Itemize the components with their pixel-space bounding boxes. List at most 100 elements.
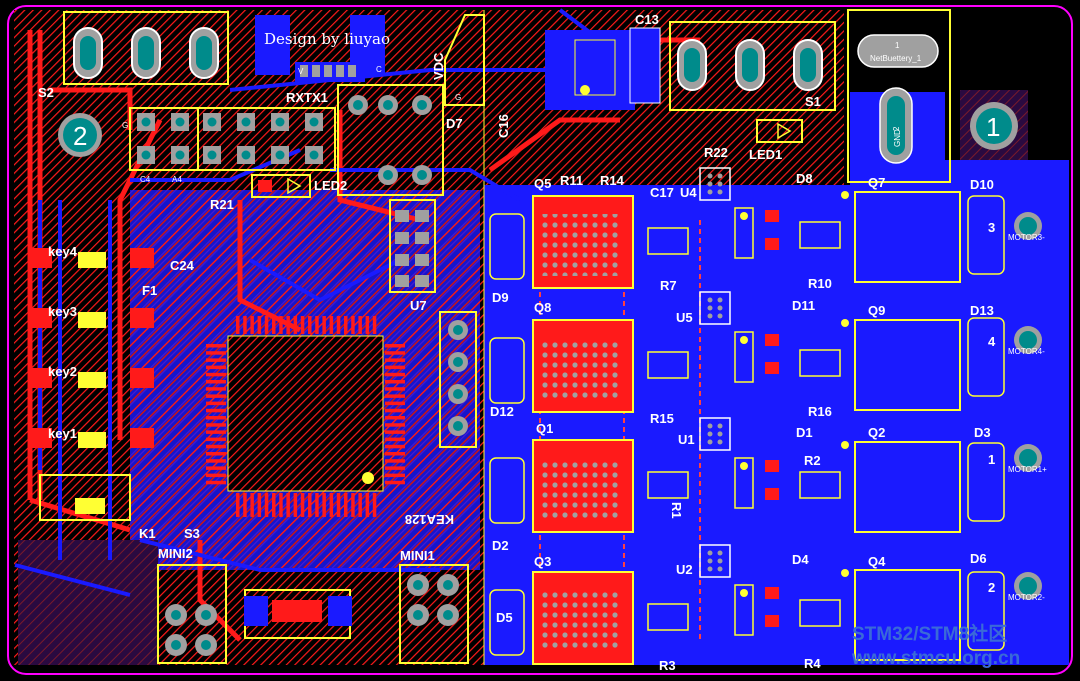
label-q8: Q8 (534, 300, 551, 315)
label-a4: A4 (172, 175, 182, 184)
label-k1: K1 (139, 526, 156, 541)
label-d13: D13 (970, 303, 994, 318)
q-mosfet-block-q8[interactable] (489, 319, 689, 413)
connector-s2[interactable] (63, 11, 229, 85)
design-credit: Design by liuyao (264, 30, 390, 48)
label-g2: G (122, 121, 128, 130)
label-d1: D1 (796, 425, 813, 440)
mount-hole-1-number: 1 (986, 112, 1000, 142)
label-q2: Q2 (868, 425, 885, 440)
label-u5: U5 (676, 310, 693, 325)
label-d6: D6 (970, 551, 987, 566)
mount-hole-2-number: 2 (73, 121, 87, 151)
label-u7: U7 (410, 298, 427, 313)
label-key4: key4 (48, 244, 78, 259)
motor-number-m2: 2 (988, 580, 995, 595)
label-r16: R16 (808, 404, 832, 419)
key-switch-key4[interactable] (28, 248, 154, 268)
mount-hole-2[interactable] (58, 113, 102, 157)
component-u7-array[interactable] (389, 199, 436, 293)
label-r14: R14 (600, 173, 625, 188)
led1-footprint[interactable] (756, 119, 803, 143)
watermark-line2: www.stmcu.org.cn (851, 648, 1020, 669)
label-v: V (298, 67, 304, 76)
connector-mini2[interactable] (157, 564, 227, 664)
key-switch-k1[interactable] (39, 474, 131, 521)
label-s3: S3 (184, 526, 200, 541)
label-led2: LED2 (314, 178, 347, 193)
label-q4: Q4 (868, 554, 886, 569)
mount-hole-1[interactable] (970, 102, 1018, 150)
label-key1: key1 (48, 426, 77, 441)
label-c17: C17 (650, 185, 674, 200)
regulator-c13[interactable] (545, 27, 661, 110)
label-mini1: MINI1 (400, 548, 435, 563)
label-q7: Q7 (868, 175, 885, 190)
driver-ic-u1[interactable] (699, 417, 779, 509)
label-d8: D8 (796, 171, 813, 186)
diode-box-right-1[interactable] (967, 195, 1005, 275)
label-d5: D5 (496, 610, 513, 625)
label-g1: G (455, 93, 461, 102)
driver-ic-u4[interactable] (699, 167, 779, 259)
mosfet-q7[interactable] (799, 191, 961, 283)
label-d12: D12 (490, 404, 514, 419)
q-mosfet-block-q3[interactable] (489, 571, 689, 665)
label-r4: R4 (804, 656, 821, 671)
label-r22: R22 (704, 145, 728, 160)
mosfet-q4[interactable] (799, 569, 961, 661)
motor-label-m1: MOTOR1+ (1008, 465, 1047, 474)
key-switch-column[interactable] (28, 248, 154, 521)
label-key2: key2 (48, 364, 77, 379)
label-d11: D11 (792, 298, 815, 313)
diode-box-right-4[interactable] (967, 571, 1005, 651)
mosfet-q9[interactable] (799, 319, 961, 411)
motor-number-m3: 3 (988, 220, 995, 235)
connector-vertical-4pin[interactable] (439, 311, 477, 448)
diode-box-right-2[interactable] (967, 317, 1005, 397)
connector-s1[interactable] (669, 21, 836, 111)
battery-pad2-name: GND (893, 129, 902, 147)
regulator-bottom[interactable] (244, 589, 352, 639)
driver-ic-u2[interactable] (699, 544, 779, 636)
label-q3: Q3 (534, 554, 551, 569)
diode-box-right-3[interactable] (967, 442, 1005, 522)
label-u1: U1 (678, 432, 695, 447)
label-c4: C4 (140, 175, 151, 184)
label-c16: C16 (496, 114, 511, 138)
led2-footprint[interactable] (251, 174, 311, 198)
label-rxtx1: RXTX1 (286, 90, 328, 105)
label-c-top: C (376, 65, 382, 74)
label-q5: Q5 (534, 176, 551, 191)
driver-ic-u5[interactable] (699, 291, 779, 383)
mosfet-q2[interactable] (799, 441, 961, 533)
q-mosfet-block-q1[interactable] (489, 439, 689, 533)
connector-top-vcg[interactable] (255, 15, 385, 82)
label-d4: D4 (792, 552, 809, 567)
battery-connector[interactable] (847, 9, 951, 183)
motor-number-m4: 4 (988, 334, 996, 349)
label-key3: key3 (48, 304, 77, 319)
top-mid-copper-hatch (484, 10, 844, 185)
dark-pour-bottom-left (18, 540, 158, 665)
key-switch-key2[interactable] (28, 368, 154, 388)
label-s2: S2 (38, 85, 54, 100)
battery-pad1-number: 1 (895, 41, 900, 50)
key-switch-key1[interactable] (28, 428, 154, 448)
label-q1: Q1 (536, 421, 553, 436)
label-u4: U4 (680, 185, 697, 200)
q-mosfet-block-q8-top[interactable] (489, 195, 689, 289)
label-d10: D10 (970, 177, 994, 192)
label-kea128: KEA128 (405, 512, 454, 527)
component-d7-relay[interactable] (337, 84, 444, 196)
header-rxtx1[interactable] (129, 107, 336, 171)
label-mini2: MINI2 (158, 546, 193, 561)
key-switch-key3[interactable] (28, 308, 154, 328)
connector-mini1[interactable] (399, 564, 469, 664)
mcu-kea128-footprint[interactable] (206, 316, 405, 517)
